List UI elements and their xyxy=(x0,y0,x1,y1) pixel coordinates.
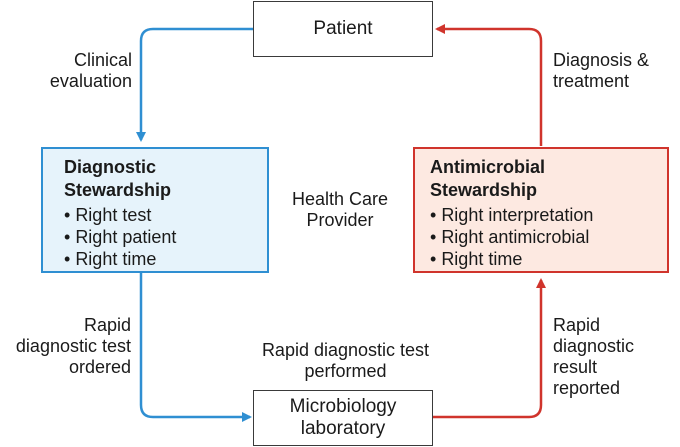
clinical-evaluation-label: Clinical evaluation xyxy=(49,50,132,91)
diagnostic-item: Right time xyxy=(64,248,267,270)
antimicrobial-stewardship-list: Right interpretation Right antimicrobial… xyxy=(430,204,667,270)
test-performed-label: Rapid diagnostic test performed xyxy=(261,340,430,381)
health-care-provider-label: Health Care Provider xyxy=(291,189,389,230)
patient-label: Patient xyxy=(313,18,373,39)
arrow-antimicrobial-to-patient xyxy=(435,24,543,146)
diagnostic-item: Right patient xyxy=(64,226,267,248)
result-reported-label: Rapid diagnostic result reported xyxy=(553,315,635,398)
diagnostic-stewardship-box: Diagnostic Stewardship Right test Right … xyxy=(41,147,269,273)
arrow-diagnostic-to-lab xyxy=(139,273,252,422)
microbiology-laboratory-node: Microbiology laboratory xyxy=(253,390,433,446)
diagnostic-stewardship-list: Right test Right patient Right time xyxy=(64,204,267,270)
antimicrobial-stewardship-box: Antimicrobial Stewardship Right interpre… xyxy=(413,147,669,273)
diagnostic-stewardship-title: Diagnostic Stewardship xyxy=(64,157,172,200)
diagnostic-item: Right test xyxy=(64,204,267,226)
arrow-patient-to-diagnostic xyxy=(136,27,253,142)
patient-node: Patient xyxy=(253,1,433,57)
antimicrobial-stewardship-title: Antimicrobial Stewardship xyxy=(430,157,546,200)
microbiology-laboratory-label: Microbiology laboratory xyxy=(289,396,397,439)
antimicrobial-item: Right interpretation xyxy=(430,204,667,226)
antimicrobial-item: Right antimicrobial xyxy=(430,226,667,248)
test-ordered-label: Rapid diagnostic test ordered xyxy=(15,315,131,377)
diagnosis-treatment-label: Diagnosis & treatment xyxy=(553,50,650,91)
antimicrobial-item: Right time xyxy=(430,248,667,270)
arrow-lab-to-antimicrobial xyxy=(433,278,546,419)
